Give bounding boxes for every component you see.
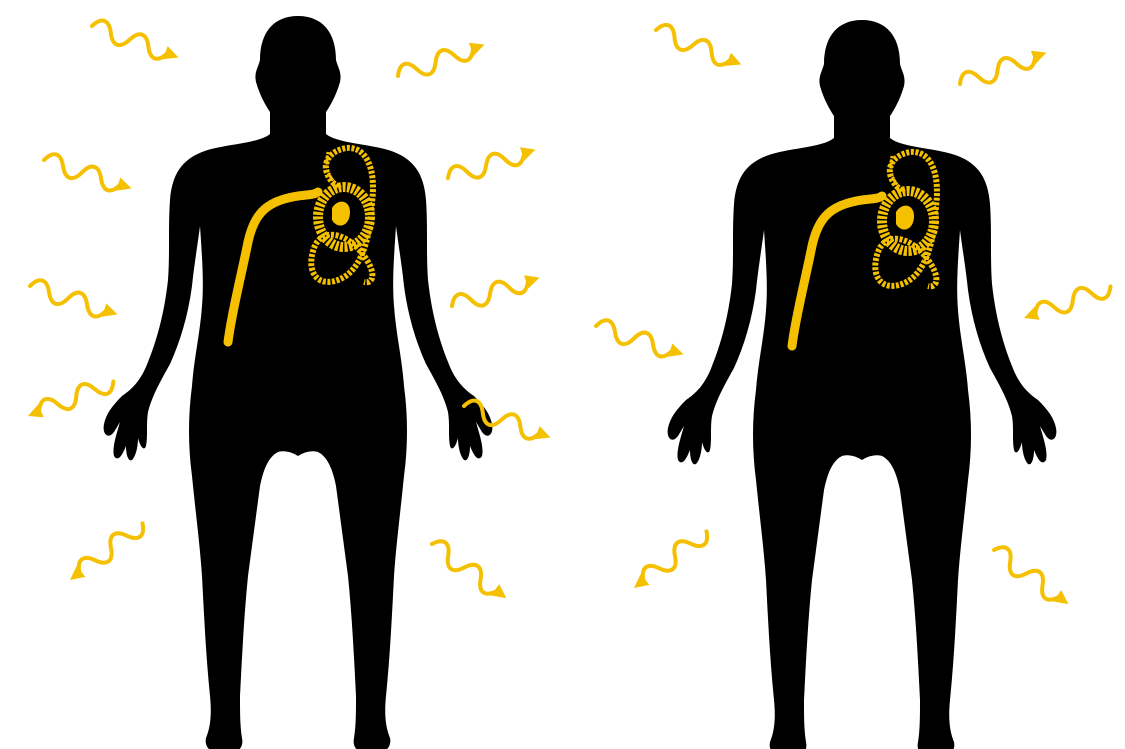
wavy-arrow-icon (1021, 278, 1114, 326)
wavy-arrow-icon (653, 22, 745, 73)
wavy-arrow-icon (957, 44, 1050, 92)
wavy-arrow-icon (27, 277, 120, 323)
figure-left (25, 16, 554, 749)
wavy-arrow-icon (25, 373, 117, 424)
wavy-arrow-icon (445, 141, 538, 187)
wavy-arrow-icon (89, 18, 182, 66)
wavy-arrow-icon (41, 151, 134, 197)
wavy-arrow-icon (628, 524, 712, 595)
figure-right (593, 20, 1113, 749)
wavy-arrow-icon (64, 516, 148, 587)
wavy-arrow-icon (593, 317, 686, 363)
wavy-arrow-icon (989, 543, 1074, 612)
human-silhouette (104, 16, 493, 749)
human-silhouette (668, 20, 1057, 749)
wavy-arrow-icon (449, 269, 542, 315)
wavy-arrow-icon (427, 537, 512, 606)
wavy-arrow-icon (395, 36, 488, 84)
